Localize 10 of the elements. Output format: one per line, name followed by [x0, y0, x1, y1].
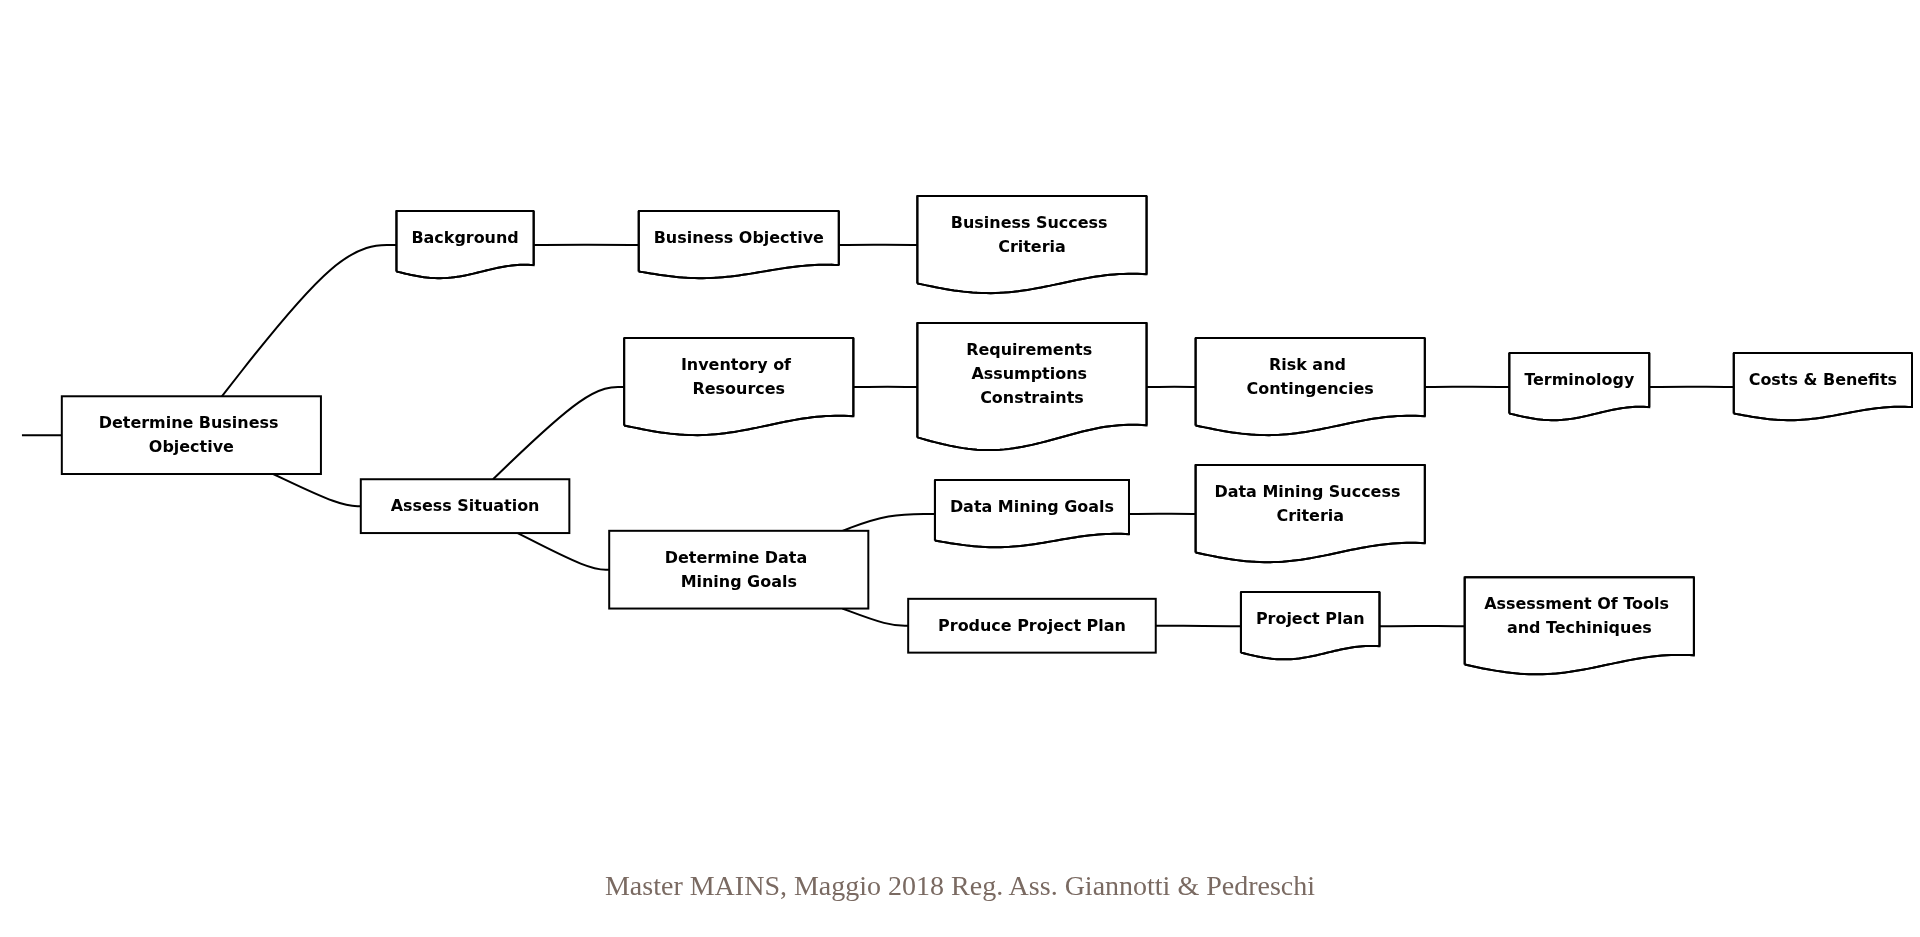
- node-box: Determine Data Mining Goals: [608, 529, 870, 610]
- connector: [1424, 385, 1511, 388]
- footer-caption: Master MAINS, Maggio 2018 Reg. Ass. Giannotti & Pedreschi: [603, 870, 1317, 902]
- node-box: Determine Business Objective: [60, 395, 322, 475]
- connector: [220, 243, 398, 398]
- node-box: Assess Situation: [359, 478, 571, 534]
- node-box: Produce Project Plan: [907, 597, 1157, 654]
- connector: [838, 243, 919, 246]
- connector: [852, 385, 919, 388]
- connector: [492, 385, 626, 481]
